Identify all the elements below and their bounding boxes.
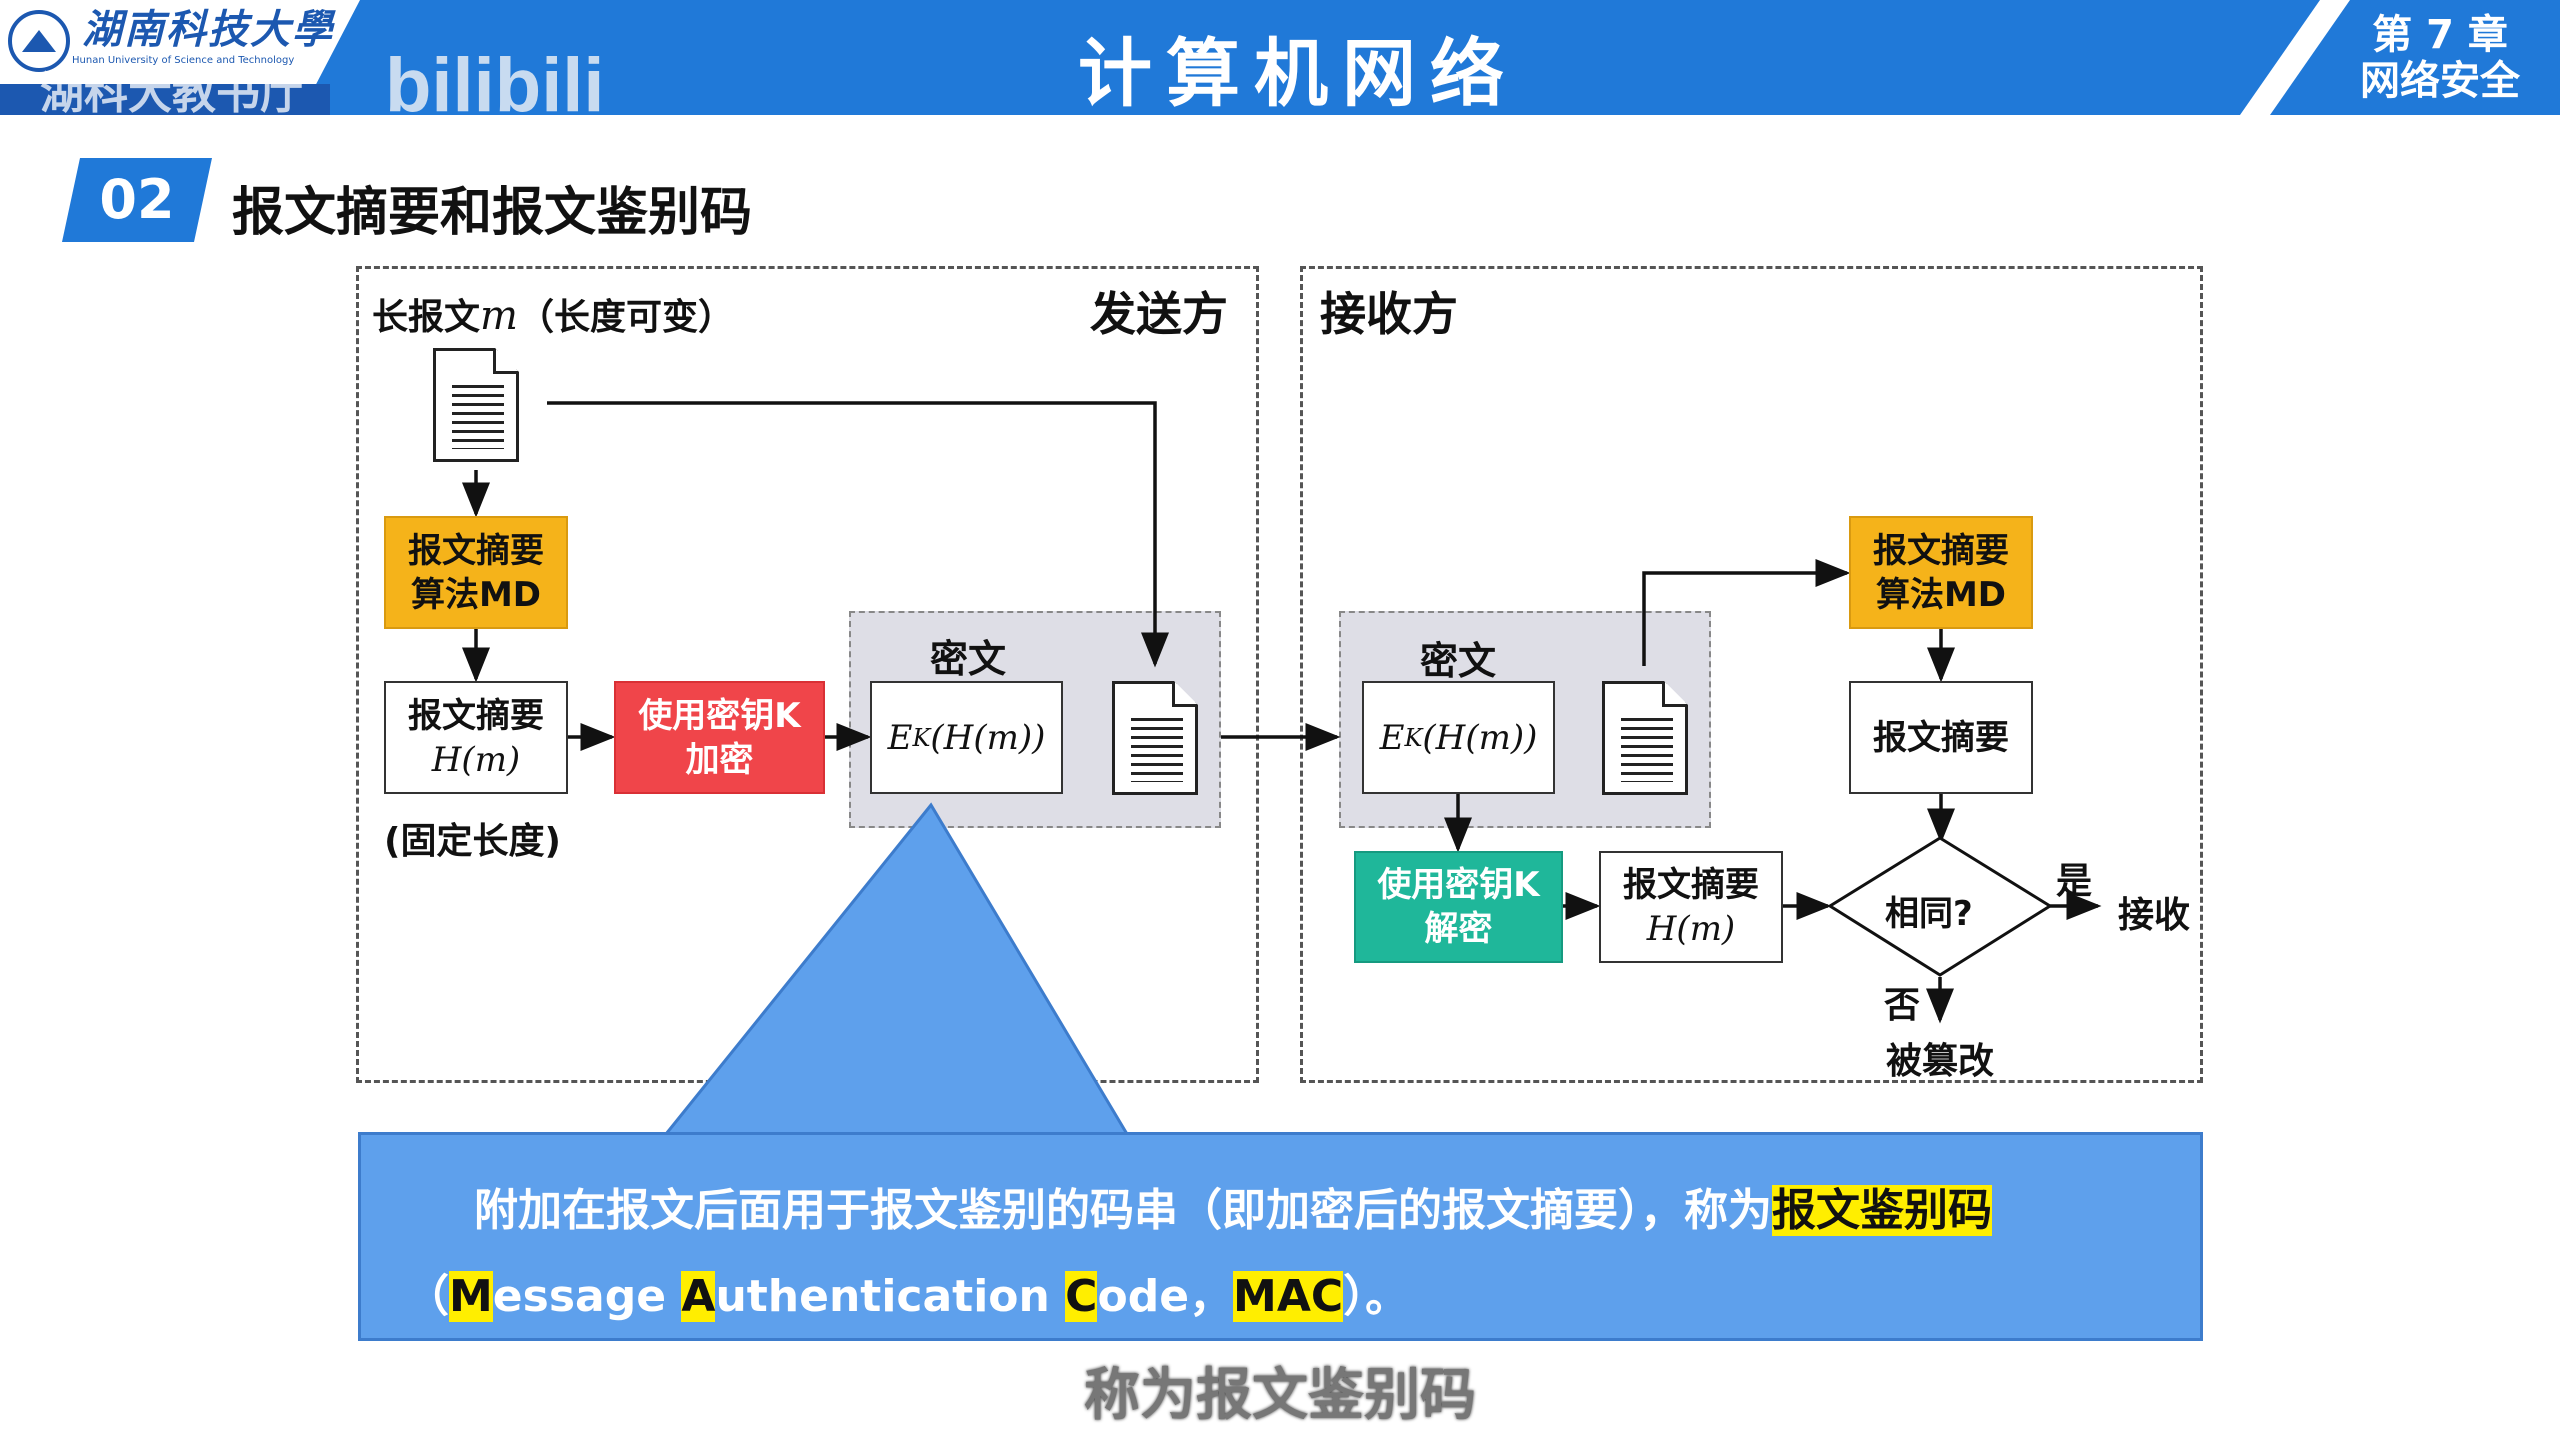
section-title: 报文摘要和报文鉴别码	[232, 183, 753, 243]
decision-diamond	[1827, 836, 2053, 977]
callout-text: 附加在报文后面用于报文鉴别的码串（即加密后的报文摘要），称为	[474, 1185, 1772, 1236]
callout-line2: （Message Authentication Code，MAC）。	[405, 1260, 1409, 1324]
course-title: 计算机网络	[1078, 31, 1518, 117]
header-bar	[0, 0, 2560, 115]
university-name-en: Hunan University of Science and Technolo…	[72, 55, 295, 66]
fixed-length-note: (固定长度)	[384, 821, 561, 862]
bilibili-logo: bilibili	[385, 43, 605, 128]
receiver-ciphertext-label: 密文	[1420, 639, 1497, 683]
long-message-label: 长报文m（长度可变）	[372, 288, 734, 340]
sender-ciphertext-label: 密文	[930, 637, 1007, 681]
video-subtitle: 称为报文鉴别码	[1083, 1362, 1477, 1429]
arrow-message-to-attached-doc	[547, 401, 1169, 668]
yes-label: 是	[2056, 861, 2093, 902]
md-line2: 算法MD	[410, 574, 542, 615]
receiver-panel	[1300, 266, 2203, 1083]
ddigest-formula: H(m)	[1646, 909, 1736, 949]
message-document-icon	[433, 348, 519, 462]
message-note: （长度可变）	[517, 297, 734, 338]
letter-a: A	[681, 1271, 716, 1322]
arrow-doc-to-receiver-md	[1642, 559, 1851, 666]
letter-c: C	[1065, 1271, 1098, 1322]
chapter-label: 第 7 章 网络安全	[2330, 12, 2550, 104]
digest-line1: 报文摘要	[408, 695, 544, 736]
md-line1: 报文摘要	[408, 530, 544, 571]
rmd-line2: 算法MD	[1875, 574, 2007, 615]
encrypt-line1: 使用密钥K	[638, 695, 801, 736]
university-name-cn: 湖南科技大學	[82, 6, 334, 53]
message-var: m	[480, 293, 518, 339]
no-label: 否	[1884, 985, 1921, 1026]
word-ode: ode，	[1097, 1271, 1234, 1322]
decrypt-line2: 解密	[1424, 909, 1493, 949]
message-label-text: 长报文	[372, 297, 481, 338]
receiver-label: 接收方	[1320, 287, 1458, 341]
university-seal-icon	[8, 10, 70, 72]
sender-md-box: 报文摘要算法MD	[384, 516, 568, 629]
chapter-title: 网络安全	[2360, 58, 2520, 104]
mac-acronym: MAC	[1233, 1271, 1344, 1322]
accept-label: 接收	[2118, 895, 2191, 936]
receiver-digest-box: 报文摘要	[1849, 681, 2033, 794]
paren-open: （	[405, 1271, 449, 1322]
ddigest-line1: 报文摘要	[1623, 865, 1759, 905]
attached-message-document-icon	[1112, 681, 1198, 795]
mac-term-highlight: 报文鉴别码	[1772, 1185, 1992, 1236]
encrypt-line2: 加密	[685, 739, 754, 780]
word-essage: essage	[492, 1271, 682, 1322]
paren-close: ）。	[1343, 1271, 1410, 1322]
rmd-line1: 报文摘要	[1873, 530, 2009, 571]
tampered-label: 被篡改	[1886, 1041, 1995, 1082]
received-message-document-icon	[1602, 681, 1688, 795]
watermark: 湖科大教书厅	[40, 68, 304, 119]
callout-line1: 附加在报文后面用于报文鉴别的码串（即加密后的报文摘要），称为报文鉴别码	[474, 1174, 1992, 1238]
section-badge: 02	[62, 158, 212, 242]
letter-m: M	[449, 1271, 493, 1322]
word-uthentication: uthentication	[715, 1271, 1066, 1322]
decision-label: 相同?	[1885, 894, 1973, 934]
sender-label: 发送方	[1090, 287, 1228, 341]
logo-strip	[0, 84, 330, 115]
digest-formula: H(m)	[431, 739, 521, 780]
decrypt-line1: 使用密钥K	[1377, 865, 1540, 905]
receiver-md-box: 报文摘要算法MD	[1849, 516, 2033, 629]
chapter-number: 第 7 章	[2372, 12, 2508, 58]
